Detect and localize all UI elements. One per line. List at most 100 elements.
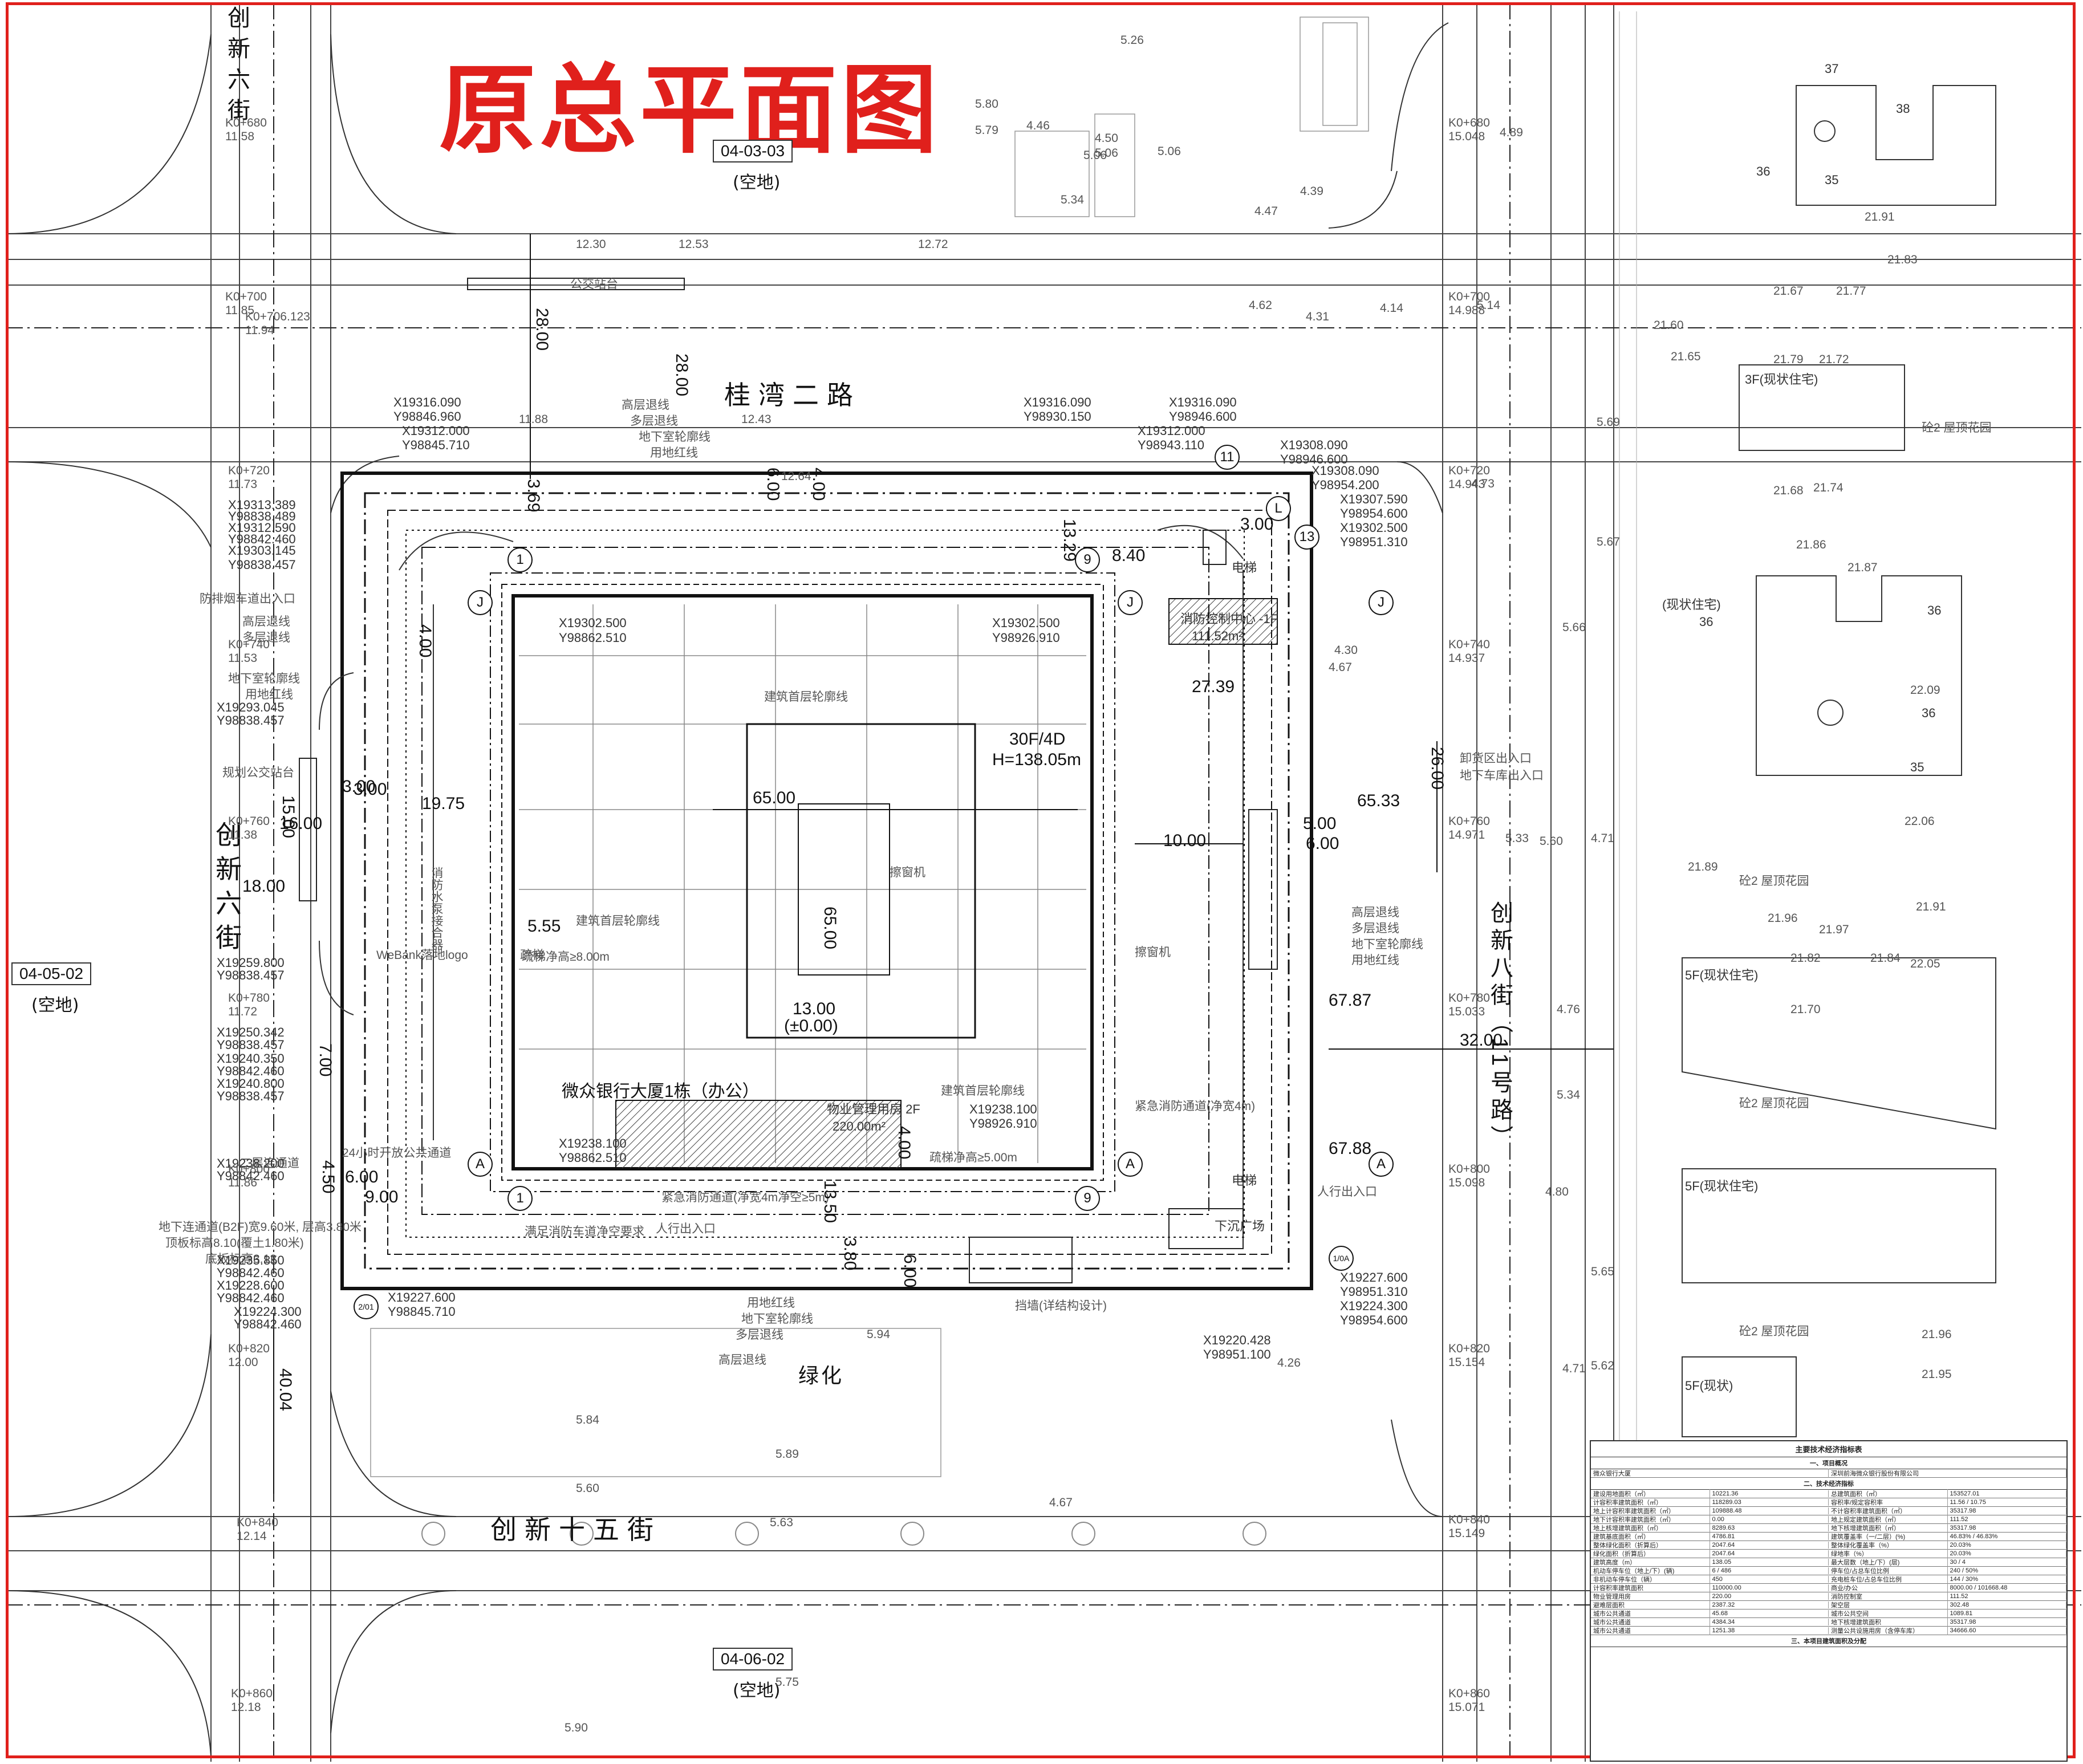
table-cell: 6 / 486 xyxy=(1710,1567,1829,1574)
spot-height-3: 4.46 xyxy=(1026,119,1050,132)
spot-height-65: 12.64 xyxy=(781,470,811,483)
table-cell: 138.05 xyxy=(1710,1559,1829,1566)
dimension-20: 4.00 xyxy=(895,1126,913,1160)
window-machine-1: 擦窗机 xyxy=(890,866,925,879)
hours24-lane: 24小时开放公共通道 xyxy=(342,1147,452,1160)
dimension-22: 3.80 xyxy=(840,1237,859,1271)
table-section-1: 一、项目概况 xyxy=(1591,1457,2066,1469)
table-cell: 4384.34 xyxy=(1710,1619,1829,1625)
coord-40: X19238.100 xyxy=(559,1136,627,1151)
dimension-17: 7.00 xyxy=(316,1043,335,1077)
spot-height-18: 4.67 xyxy=(1329,661,1352,674)
table-title: 主要技术经济指标表 xyxy=(1591,1441,2066,1457)
coord-56: X19220.428 xyxy=(1203,1333,1271,1347)
dimension-13: 67.88 xyxy=(1329,1139,1372,1158)
coord-54: X19224.300 xyxy=(1340,1299,1408,1313)
elevator-label-2: 电梯 xyxy=(1232,1173,1257,1188)
south-high-retreat: 高层退线 xyxy=(718,1354,766,1367)
house-existing: (现状住宅) xyxy=(1662,598,1721,612)
table-cell: 整体绿化面积（折算后） xyxy=(1591,1541,1710,1550)
coord-48: X19227.600 xyxy=(388,1290,456,1304)
spot-height-45: 21.72 xyxy=(1819,353,1849,366)
coord-12: X19308.090 xyxy=(1311,464,1379,478)
coord-45: Y98842.460 xyxy=(217,1266,285,1280)
table-cell: 220.00 xyxy=(1710,1593,1829,1600)
outline-first-2: 建筑首层轮廓线 xyxy=(576,914,660,928)
window-machine-2: 擦窗机 xyxy=(1135,946,1171,959)
spot-height-27: 4.71 xyxy=(1562,1362,1586,1375)
table-cell: 118289.03 xyxy=(1710,1499,1829,1506)
coord-23: Y98838.489 xyxy=(228,509,296,523)
table-cell: 1251.38 xyxy=(1710,1627,1829,1634)
spot-height-5: 5.06 xyxy=(1158,145,1181,158)
spot-height-11: 4.62 xyxy=(1249,299,1272,312)
roof-garden-4: 砼2 屋顶花园 xyxy=(1739,1325,1809,1338)
station-v-10: 12.18 xyxy=(231,1701,261,1714)
coord-47: Y98842.460 xyxy=(217,1291,285,1305)
grid-axis-14: 2/01 xyxy=(354,1294,379,1319)
east-multi-retreat: 多层退线 xyxy=(1351,922,1399,935)
coord-46: X19228.600 xyxy=(217,1278,285,1292)
spot-height-36: 5.90 xyxy=(565,1721,588,1734)
elevator-label-1: 电梯 xyxy=(1232,560,1257,575)
table-cell: 240 / 50% xyxy=(1948,1567,2066,1574)
station-k-15: K0+760 xyxy=(1448,815,1490,828)
stair-clear-height: 疏梯净高≥8.00m xyxy=(522,950,610,964)
roof-garden-3: 砼2 屋顶花园 xyxy=(1739,1097,1809,1110)
grid-axis-10: 11 xyxy=(1215,445,1240,470)
table-cell: 容积率/规定容积率 xyxy=(1829,1498,1948,1507)
spot-height-42: 21.83 xyxy=(1887,253,1918,266)
grid-axis-5: A xyxy=(1369,1152,1394,1177)
pump-label: 消防水泵接合器 xyxy=(430,867,443,950)
table-cell: 35317.98 xyxy=(1948,1507,2066,1514)
tech-indicator-table: 主要技术经济指标表 一、项目概况 微众银行大厦 深圳前海微众银行股份有限公司 二… xyxy=(1590,1440,2068,1762)
dimension-16: 18.00 xyxy=(242,877,286,896)
table-cell: 地下核增建筑面积 xyxy=(1829,1617,1948,1627)
station-v-2: 11.94 xyxy=(245,324,274,337)
coord-20: X19302.500 xyxy=(992,616,1060,630)
spot-height-63: 11.88 xyxy=(519,413,548,426)
fire-lane-1: 紧急消防通道(净宽4m) xyxy=(1135,1100,1256,1113)
spot-height-20: 4.71 xyxy=(1591,832,1614,845)
spot-height-58: 21.84 xyxy=(1870,952,1901,965)
coord-39: Y98842.460 xyxy=(217,1169,285,1183)
grid-axis-3: A xyxy=(468,1152,493,1177)
table-cell: 非机动车停车位（辆） xyxy=(1591,1575,1710,1584)
table-cell: 8000.00 / 101668.48 xyxy=(1948,1584,2066,1591)
spot-height-55: 21.96 xyxy=(1768,912,1798,925)
road-west-name: 创新六街 xyxy=(212,821,242,958)
grid-axis-0: J xyxy=(468,590,493,615)
table-cell: 111.52 xyxy=(1948,1593,2066,1600)
coord-49: Y98845.710 xyxy=(388,1304,456,1319)
station-v-20: 15.071 xyxy=(1448,1701,1485,1714)
spot-height-51: 22.09 xyxy=(1910,684,1940,697)
table-cell: 10221.36 xyxy=(1710,1490,1829,1497)
table-cell: 地下核增建筑面积（㎡） xyxy=(1829,1523,1948,1533)
station-v-3: 11.73 xyxy=(228,478,257,491)
spot-height-47: 21.68 xyxy=(1773,484,1804,497)
building-dim-width: 65.00 xyxy=(753,788,796,807)
station-k-17: K0+800 xyxy=(1448,1163,1490,1176)
coord-43: Y98926.910 xyxy=(969,1116,1037,1131)
coord-21: Y98926.910 xyxy=(992,631,1060,645)
station-k-18: K0+820 xyxy=(1448,1342,1490,1355)
table-cell: 不计容积率建筑面积（㎡） xyxy=(1829,1506,1948,1515)
table-cell: 最大层数（地上/下）(层) xyxy=(1829,1558,1948,1567)
property-room: 物业管理用房 2F xyxy=(827,1102,920,1116)
table-cell: 153527.01 xyxy=(1948,1490,2066,1497)
spot-height-10: 5.14 xyxy=(1477,299,1500,312)
grid-axis-9: 9 xyxy=(1075,1186,1100,1211)
table-cell: 建筑基底面积（㎡） xyxy=(1591,1532,1710,1541)
table-cell: 35317.98 xyxy=(1948,1619,2066,1625)
table-cell: 整体绿化覆盖率（%） xyxy=(1829,1541,1948,1550)
building-height: H=138.05m xyxy=(992,750,1081,769)
dimension-5: 4.00 xyxy=(416,624,435,658)
garage-entrance: 地下车库出入口 xyxy=(1460,769,1544,782)
pedestrian-entrance-east: 人行出入口 xyxy=(1317,1185,1377,1198)
dimension-15: 15.00 xyxy=(279,795,298,839)
parcel-north-code: 04-03-03 xyxy=(713,140,793,162)
station-v-7: 11.86 xyxy=(228,1176,257,1189)
station-k-6: K0+780 xyxy=(228,991,270,1005)
